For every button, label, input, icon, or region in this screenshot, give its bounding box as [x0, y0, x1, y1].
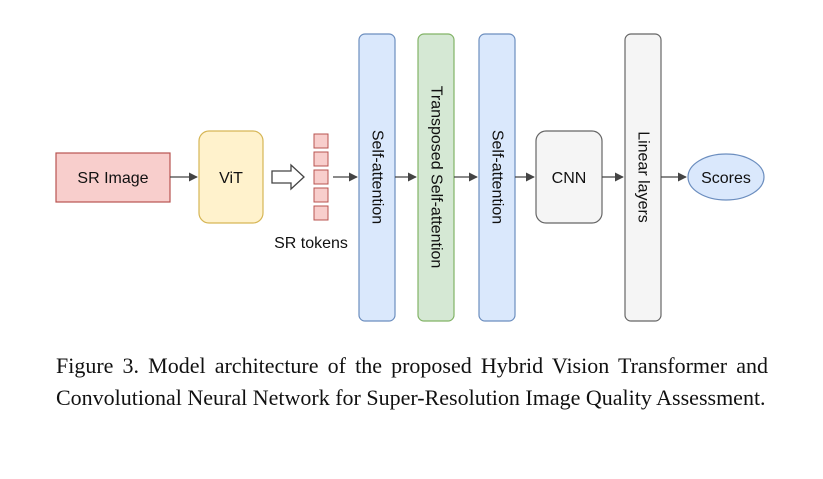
- self-attention-2-node: Self-attention: [478, 33, 516, 322]
- transposed-self-attention-label: Transposed Self-attention: [428, 86, 445, 269]
- token-2: [313, 151, 329, 167]
- sr-tokens-label: SR tokens: [274, 235, 348, 252]
- linear-layers-node: Linear layers: [624, 33, 662, 322]
- transposed-self-attention-node: Transposed Self-attention: [417, 33, 455, 322]
- vit-node: ViT: [198, 130, 264, 224]
- self-attention-2-label: Self-attention: [489, 130, 506, 224]
- token-1: [313, 133, 329, 149]
- sr-image-node: SR Image: [55, 152, 171, 203]
- cnn-label: CNN: [552, 170, 587, 187]
- token-5: [313, 205, 329, 221]
- linear-layers-label: Linear layers: [635, 131, 652, 223]
- scores-label: Scores: [701, 170, 751, 187]
- sr-tokens: SR tokens: [274, 133, 348, 252]
- scores-node: Scores: [687, 153, 765, 201]
- self-attention-1-node: Self-attention: [358, 33, 396, 322]
- token-conversion-arrow: [271, 163, 305, 191]
- architecture-diagram: SR Image ViT SR tokens Self-attention Tr…: [55, 33, 765, 322]
- cnn-node: CNN: [535, 130, 603, 224]
- sr-image-label: SR Image: [77, 170, 148, 187]
- self-attention-1-label: Self-attention: [369, 130, 386, 224]
- token-4: [313, 187, 329, 203]
- figure-caption: Figure 3. Model architecture of the prop…: [56, 353, 768, 410]
- vit-label: ViT: [219, 170, 243, 187]
- token-3: [313, 169, 329, 185]
